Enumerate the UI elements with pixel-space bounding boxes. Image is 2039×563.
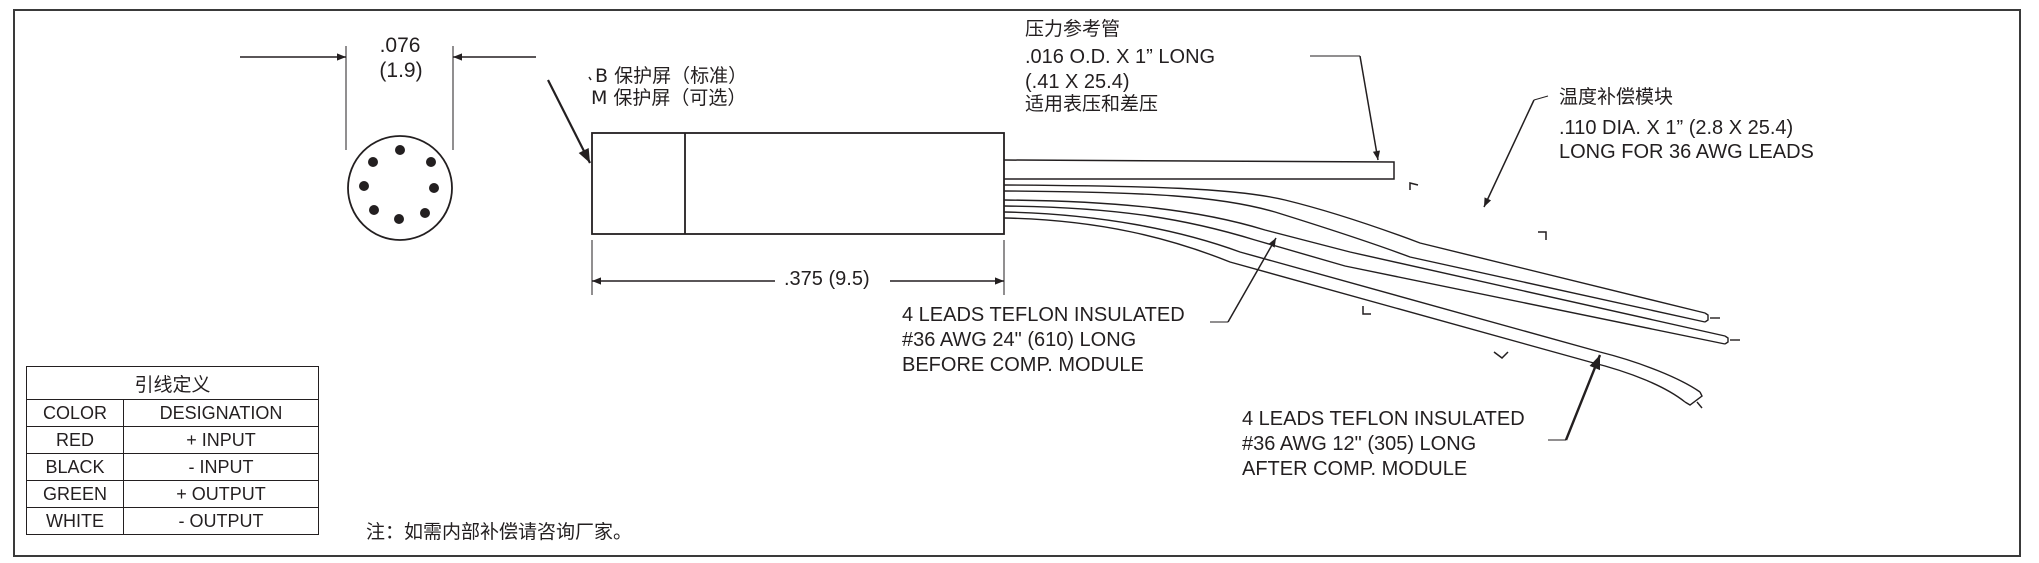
tube-cn-label: 压力参考管 bbox=[1025, 18, 1121, 40]
module-spec-label-2: LONG FOR 36 AWG LEADS bbox=[1559, 141, 1814, 163]
table-row: BLACK - INPUT bbox=[26, 453, 319, 481]
cell-designation: + INPUT bbox=[123, 426, 319, 454]
end-view bbox=[240, 46, 536, 241]
leads-after-label-3: AFTER COMP. MODULE bbox=[1242, 458, 1468, 480]
note-label: 注：如需内部补偿请咨询厂家。 bbox=[366, 521, 633, 543]
cell-color: WHITE bbox=[26, 507, 124, 535]
tube-spec-label-2: (.41 X 25.4) bbox=[1025, 71, 1130, 93]
sensor-body bbox=[591, 132, 1005, 235]
length-dimension-label: .375 (9.5) bbox=[784, 268, 870, 290]
leads-after-label-2: #36 AWG 12" (305) LONG bbox=[1242, 433, 1477, 455]
diameter-mm-label: (1.9) bbox=[379, 59, 423, 82]
table-row: GREEN + OUTPUT bbox=[26, 480, 319, 508]
cell-color: RED bbox=[26, 426, 124, 454]
leads-after-leader bbox=[1564, 354, 1602, 441]
header-color: COLOR bbox=[26, 399, 124, 427]
cell-color: GREEN bbox=[26, 480, 124, 508]
lead-definition-table: 引线定义 COLOR DESIGNATION RED + INPUT BLACK… bbox=[26, 366, 319, 535]
leads-before-leader bbox=[1227, 237, 1277, 323]
cell-designation: - INPUT bbox=[123, 453, 319, 481]
shield-m-label: M 保护屏（可选） bbox=[591, 87, 747, 109]
cell-color: BLACK bbox=[26, 453, 124, 481]
table-title-row: 引线定义 bbox=[26, 366, 319, 400]
tube-spec-label-1: .016 O.D. X 1” LONG bbox=[1025, 46, 1216, 68]
leads-after-label-1: 4 LEADS TEFLON INSULATED bbox=[1242, 408, 1525, 430]
table-title: 引线定义 bbox=[26, 366, 319, 400]
module-leader bbox=[1483, 99, 1535, 208]
cell-designation: + OUTPUT bbox=[123, 480, 319, 508]
shield-b-label: B 保护屏（标准） bbox=[595, 65, 748, 87]
end-view-pins bbox=[359, 145, 439, 224]
module-spec-label-1: .110 DIA. X 1” (2.8 X 25.4) bbox=[1559, 117, 1794, 139]
shield-leader-arrow bbox=[547, 79, 591, 164]
module-leader-h bbox=[1533, 95, 1549, 101]
table-row: RED + INPUT bbox=[26, 426, 319, 454]
cell-designation: - OUTPUT bbox=[123, 507, 319, 535]
leads-before-label-1: 4 LEADS TEFLON INSULATED bbox=[902, 304, 1185, 326]
tube-use-label: 适用表压和差压 bbox=[1025, 93, 1159, 115]
header-designation: DESIGNATION bbox=[123, 399, 319, 427]
shield-leader-top bbox=[588, 76, 592, 81]
leads-before-label-3: BEFORE COMP. MODULE bbox=[902, 354, 1144, 376]
leads-before-label-2: #36 AWG 24" (610) LONG bbox=[902, 329, 1137, 351]
length-dimension bbox=[591, 240, 1005, 295]
table-row: WHITE - OUTPUT bbox=[26, 507, 319, 535]
lead-ends bbox=[1684, 312, 1740, 409]
drawing-border bbox=[13, 9, 2021, 557]
tube-leader bbox=[1359, 55, 1381, 161]
diameter-inch-label: .076 bbox=[379, 34, 421, 57]
reference-tube bbox=[1003, 159, 1395, 180]
module-cn-label: 温度补偿模块 bbox=[1559, 86, 1674, 108]
module-bracket-marks bbox=[1362, 182, 1547, 359]
leads bbox=[1003, 184, 1726, 403]
table-header-row: COLOR DESIGNATION bbox=[26, 399, 319, 427]
